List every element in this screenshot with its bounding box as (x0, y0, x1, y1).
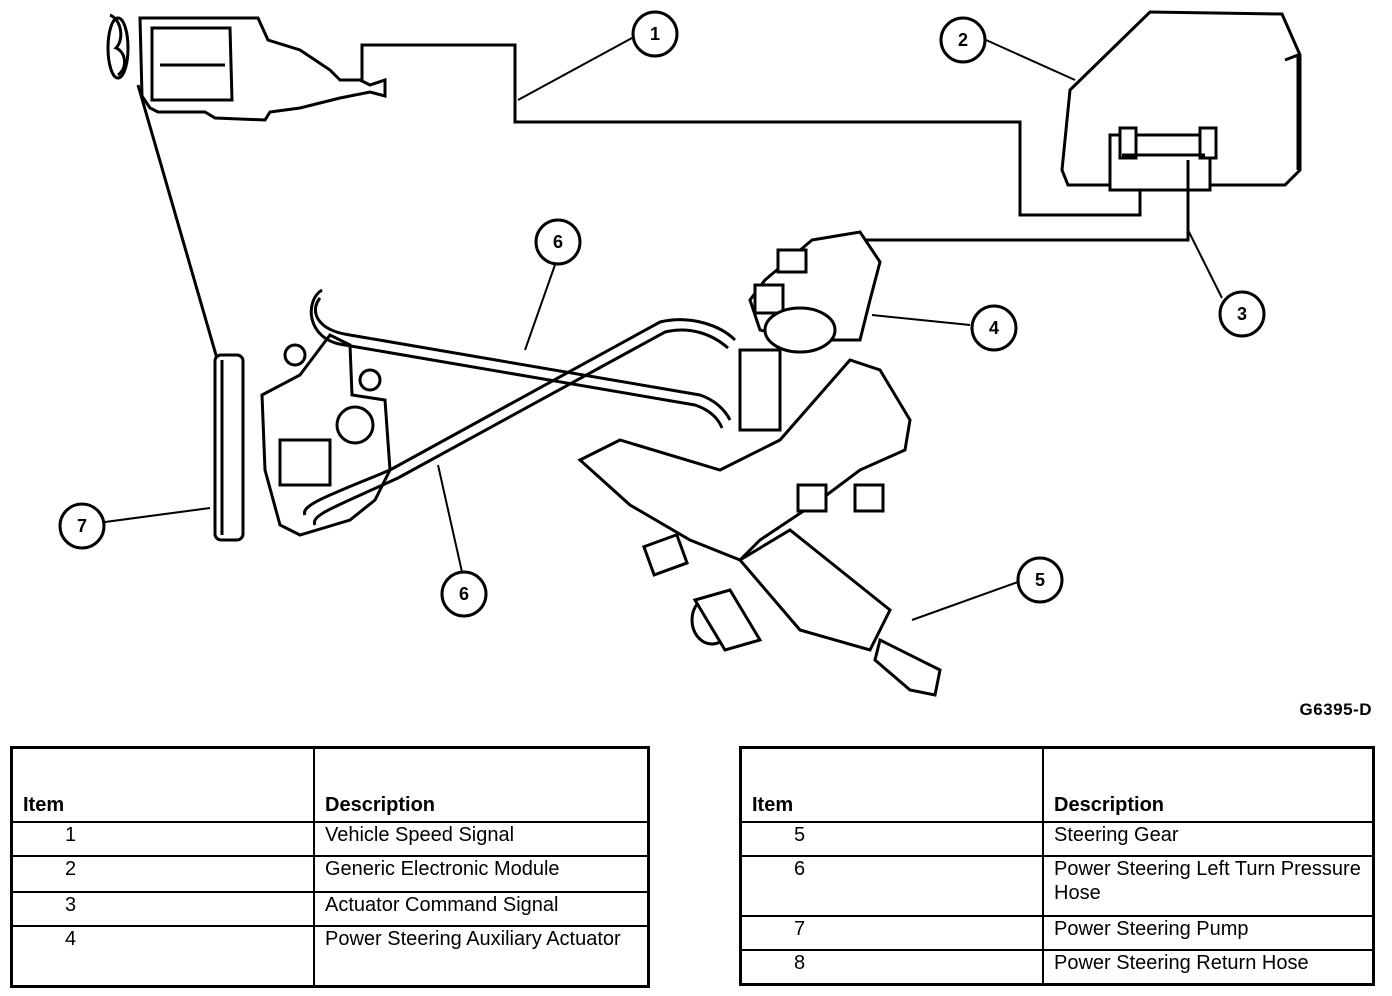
row-item: 6 (739, 855, 1044, 917)
callout-6-lower: 6 (440, 570, 488, 618)
actuator-command-wire (860, 160, 1190, 242)
row-description: Power Steering Auxiliary Actuator (313, 925, 650, 987)
row-item: 3 (10, 891, 315, 927)
generic-electronic-module (1060, 10, 1302, 192)
table-row: 3 Actuator Command Signal (10, 891, 650, 927)
callout-4: 4 (970, 304, 1018, 352)
callout-1: 1 (631, 10, 679, 58)
header-description: Description (1042, 746, 1375, 823)
callout-7: 7 (58, 502, 106, 550)
row-description: Power Steering Return Hose (1042, 949, 1375, 985)
hoses (303, 288, 737, 526)
table-row: 1 Vehicle Speed Signal (10, 821, 650, 857)
svg-text:5: 5 (1035, 570, 1045, 590)
svg-text:7: 7 (77, 516, 87, 536)
row-item: 8 (739, 949, 1044, 985)
row-description: Generic Electronic Module (313, 855, 650, 893)
svg-text:6: 6 (459, 584, 469, 604)
drive-belt (136, 84, 220, 363)
svg-text:6: 6 (553, 232, 563, 252)
row-item: 1 (10, 821, 315, 857)
svg-text:4: 4 (989, 318, 999, 338)
svg-text:2: 2 (958, 30, 968, 50)
legend-table-right: Item Description 5 Steering Gear 6 Power… (739, 746, 1375, 986)
row-description: Steering Gear (1042, 821, 1375, 857)
pump-pulley (213, 353, 245, 542)
header-item: Item (10, 746, 315, 823)
header-item: Item (739, 746, 1044, 823)
svg-text:3: 3 (1237, 304, 1247, 324)
callout-6-upper: 6 (534, 218, 582, 266)
header-description: Description (313, 746, 650, 823)
table-row: 5 Steering Gear (739, 821, 1375, 857)
table-row: 7 Power Steering Pump (739, 915, 1375, 951)
row-item: 5 (739, 821, 1044, 857)
table-header-row: Item Description (10, 746, 650, 823)
row-item: 2 (10, 855, 315, 893)
row-description: Power Steering Pump (1042, 915, 1375, 951)
steering-gear (577, 358, 942, 697)
power-steering-pump (260, 333, 392, 537)
row-description: Power Steering Left Turn Pressure Hose (1042, 855, 1375, 917)
row-description: Actuator Command Signal (313, 891, 650, 927)
table-row: 2 Generic Electronic Module (10, 855, 650, 893)
figure-reference-code: G6395-D (1299, 700, 1372, 719)
row-description: Vehicle Speed Signal (313, 821, 650, 857)
callout-2: 2 (939, 16, 987, 64)
table-header-row: Item Description (739, 746, 1375, 823)
power-steering-auxiliary-actuator (738, 230, 882, 432)
steering-system-diagram: 1 2 3 4 5 6 6 7 (58, 10, 1302, 697)
table-row: 6 Power Steering Left Turn Pressure Hose (739, 855, 1375, 917)
svg-text:1: 1 (650, 24, 660, 44)
row-item: 4 (10, 925, 315, 987)
callout-5: 5 (1016, 556, 1064, 604)
table-row: 4 Power Steering Auxiliary Actuator (10, 925, 650, 987)
row-item: 7 (739, 915, 1044, 951)
callout-3: 3 (1218, 290, 1266, 338)
table-row: 8 Power Steering Return Hose (739, 949, 1375, 985)
leader-lines (104, 37, 1223, 621)
legend-table-left: Item Description 1 Vehicle Speed Signal … (10, 746, 650, 988)
vehicle-speed-signal-wire (360, 43, 1142, 217)
transmission-speed-sensor (106, 13, 387, 122)
